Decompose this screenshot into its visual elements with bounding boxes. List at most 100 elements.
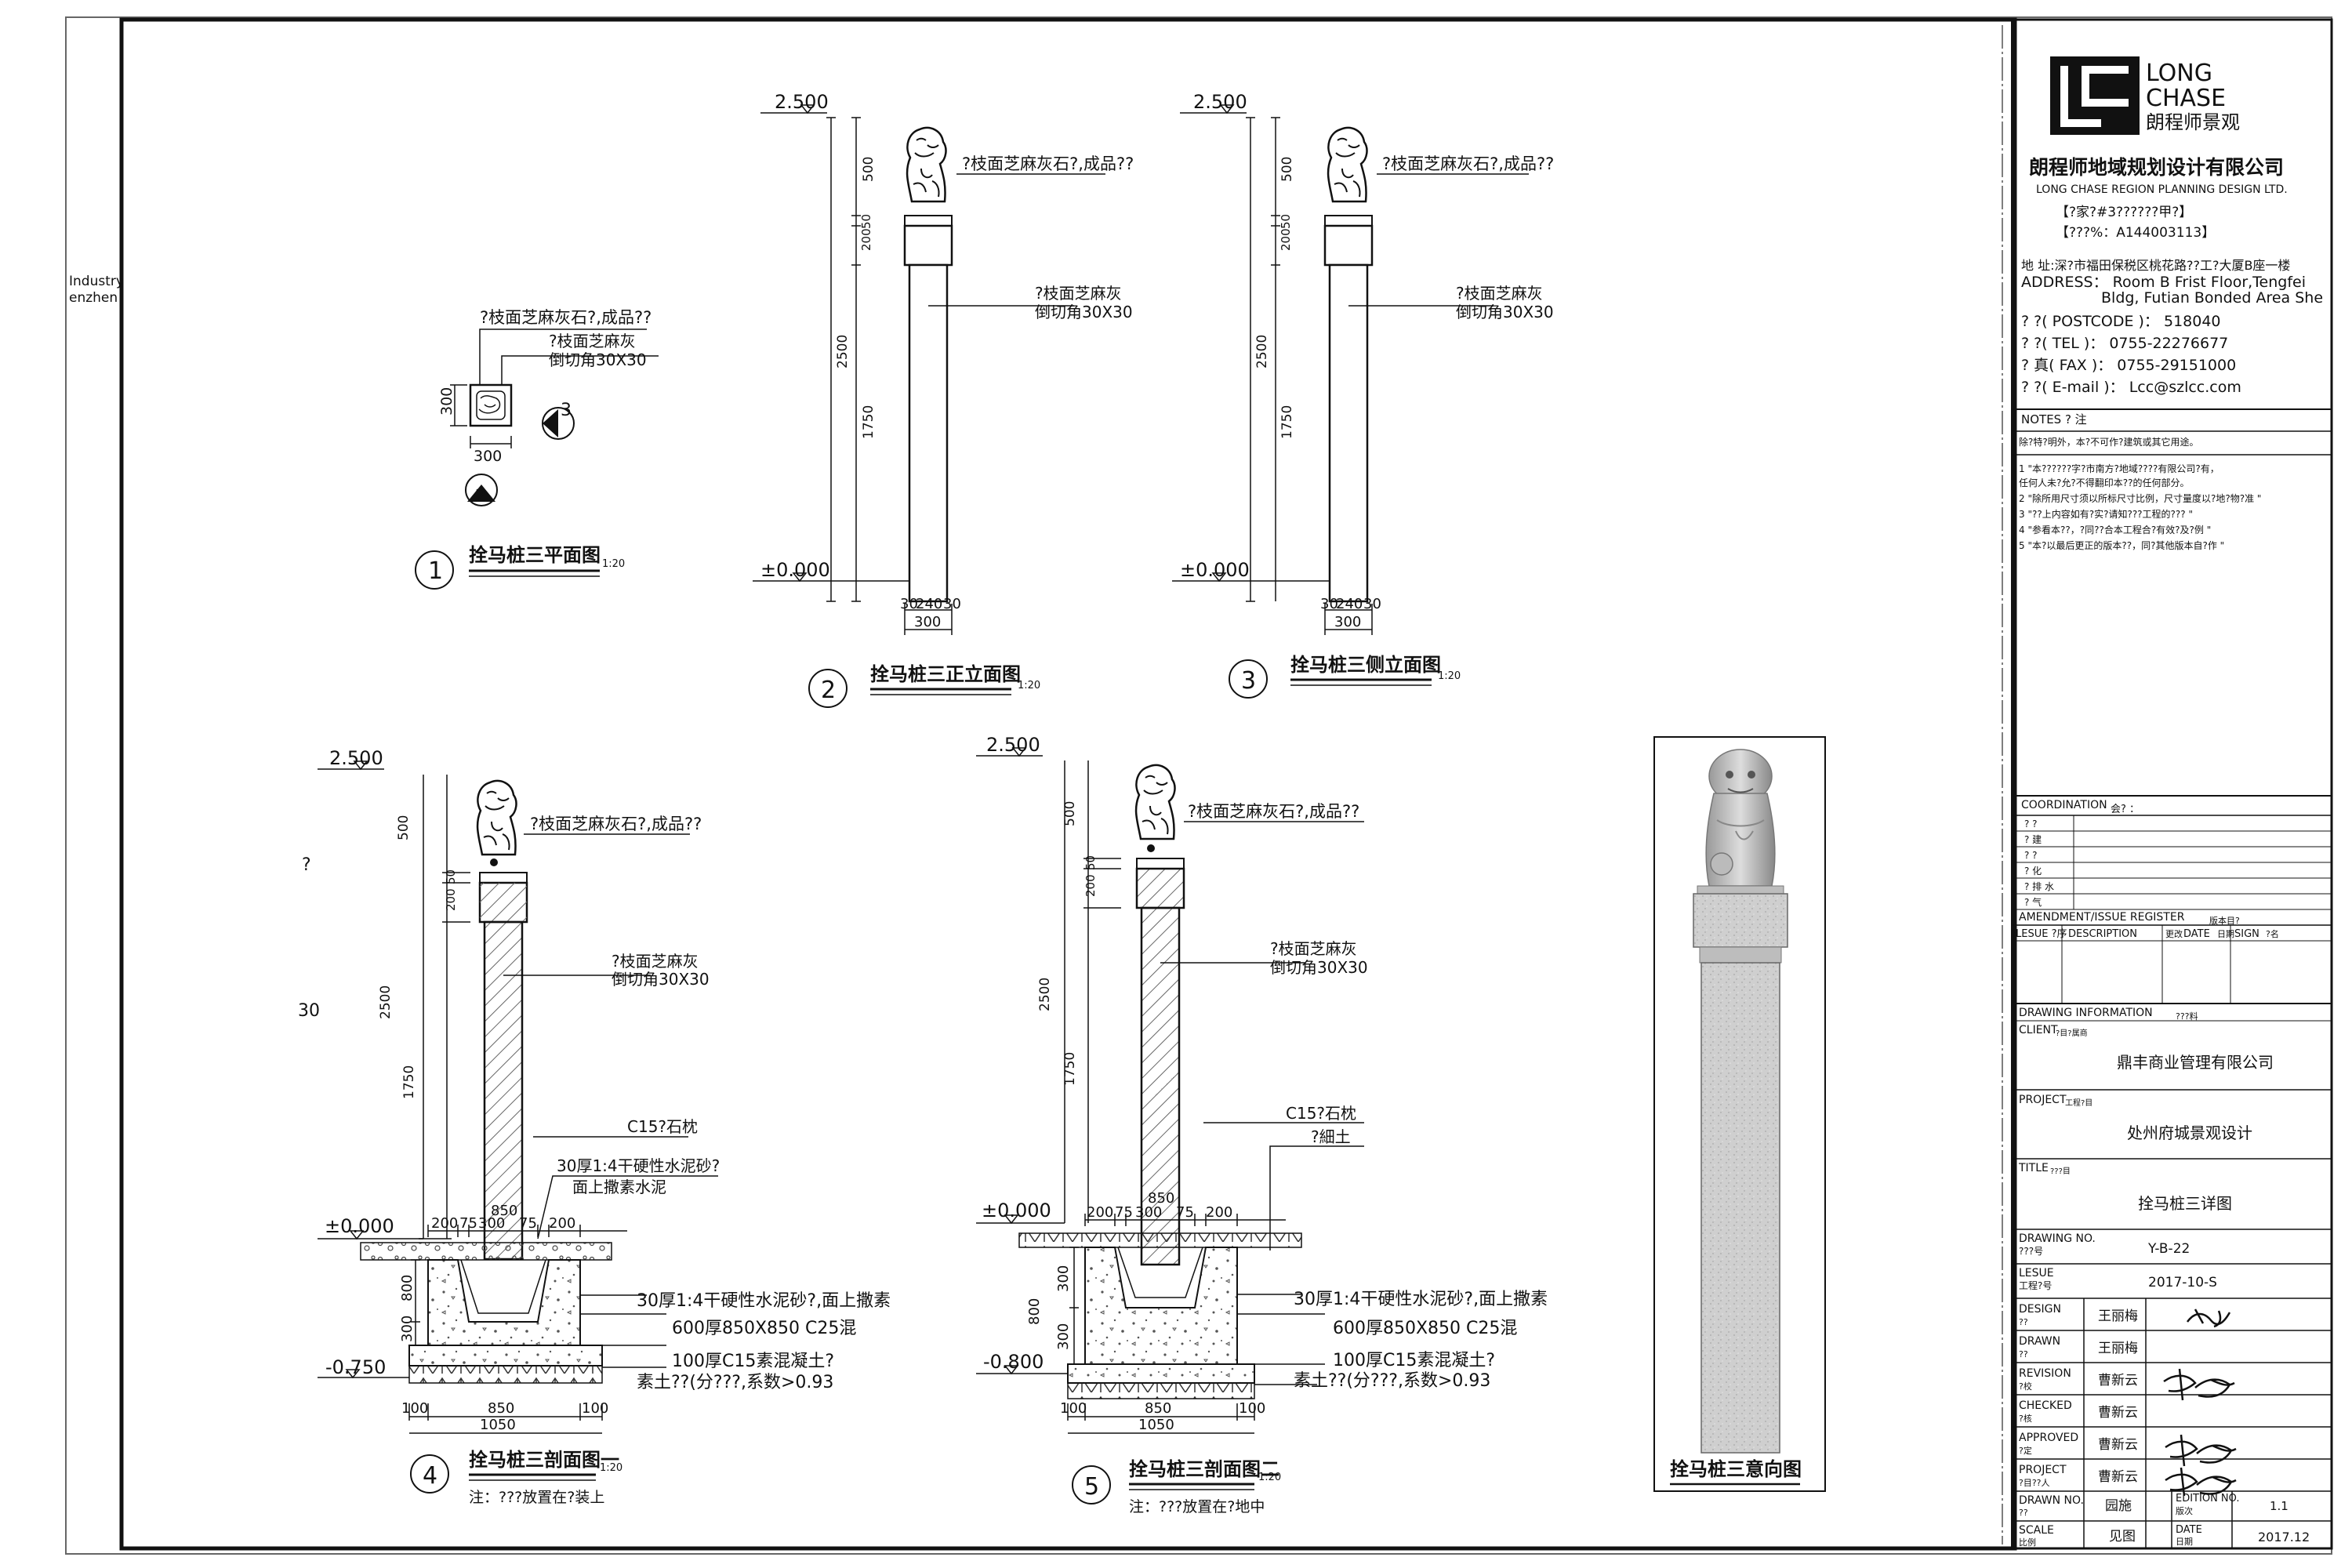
- elevation-side: 2.500 500 50 200 2500 1750 ?枝面芝麻灰石?,成品??…: [1172, 91, 1554, 635]
- svg-text:30厚1:4干硬性水泥砂?,面上撒素: 30厚1:4干硬性水泥砂?,面上撒素: [637, 1291, 891, 1311]
- amendment-col: DESCRIPTION: [2068, 928, 2137, 940]
- svg-text:75: 75: [1115, 1204, 1133, 1221]
- lion-statue-picture: [1705, 749, 1776, 887]
- svg-text:素土??(分???,系数>0.93: 素土??(分???,系数>0.93: [1294, 1371, 1490, 1391]
- drawing-no-label-cn: ???号: [2019, 1246, 2043, 1257]
- svg-text:200: 200: [859, 228, 873, 251]
- signoff-label-cn: ?定: [2019, 1445, 2032, 1456]
- svg-text:3: 3: [1241, 667, 1256, 695]
- section-mark-2: 2: [465, 474, 498, 506]
- svg-text:1750: 1750: [401, 1065, 417, 1099]
- drawing-no: Y-B-22: [2147, 1241, 2190, 1257]
- signoff-label: DRAWN: [2019, 1335, 2060, 1348]
- svg-text:注：???放置在?地中: 注：???放置在?地中: [1129, 1498, 1265, 1515]
- cert-line: 【???%：A144003113】: [2056, 225, 2215, 241]
- cert-line: 【?家?#3??????甲?】: [2056, 205, 2192, 220]
- edition-value: 1.1: [2270, 1499, 2288, 1513]
- svg-text:30: 30: [1320, 596, 1338, 612]
- svg-text:倒切角30X30: 倒切角30X30: [1456, 303, 1554, 321]
- svg-text:200: 200: [1083, 874, 1098, 897]
- svg-text:300: 300: [474, 448, 502, 465]
- drawn-no-value: 园施: [2105, 1498, 2132, 1514]
- svg-text:50: 50: [444, 869, 458, 884]
- svg-text:200: 200: [1279, 228, 1293, 251]
- svg-text:1:20: 1:20: [602, 558, 625, 570]
- drawing-no-label: DRAWING NO.: [2019, 1232, 2096, 1245]
- svg-text:300: 300: [914, 614, 941, 630]
- svg-text:倒切角30X30: 倒切角30X30: [549, 350, 647, 369]
- svg-text:300: 300: [399, 1316, 416, 1342]
- amendment-heading: AMENDMENT/ISSUE REGISTER: [2019, 911, 2185, 924]
- svg-text:500: 500: [861, 157, 877, 182]
- svg-text:100: 100: [582, 1400, 608, 1417]
- svg-text:200: 200: [1087, 1204, 1113, 1221]
- signoff-name: 曹新云: [2098, 1437, 2138, 1453]
- signoff-label: APPROVED: [2019, 1432, 2078, 1444]
- amendment-heading-cn: 版本目?: [2209, 915, 2240, 926]
- svg-text:50: 50: [1083, 855, 1098, 870]
- signoff-name: 曹新云: [2098, 1405, 2138, 1421]
- svg-text:200: 200: [549, 1215, 575, 1232]
- svg-text:75: 75: [519, 1215, 537, 1232]
- svg-text:?枝面芝麻灰: ?枝面芝麻灰: [549, 332, 636, 350]
- svg-text:850: 850: [488, 1400, 514, 1417]
- svg-text:240: 240: [916, 596, 942, 612]
- coordination-row: ? 化: [2024, 866, 2042, 877]
- svg-text:850: 850: [491, 1203, 517, 1219]
- email: ? ?( E-mail )： Lcc@szlcc.com: [2021, 379, 2241, 396]
- svg-text:4: 4: [423, 1462, 437, 1490]
- fax: ? 真( FAX )： 0755-29151000: [2021, 357, 2236, 374]
- signoff-label: PROJECT: [2019, 1464, 2067, 1476]
- title-label-cn: ???目: [2050, 1167, 2071, 1176]
- svg-text:500: 500: [396, 815, 412, 840]
- postcode: ? ?( POSTCODE )： 518040: [2021, 313, 2221, 330]
- svg-text:2: 2: [475, 487, 486, 506]
- svg-text:50: 50: [859, 214, 873, 229]
- svg-text:±0.000: ±0.000: [1180, 559, 1250, 581]
- coordination-row: ? ?: [2024, 850, 2038, 861]
- svg-text:300: 300: [1055, 1265, 1072, 1292]
- svg-text:倒切角30X30: 倒切角30X30: [1270, 958, 1368, 977]
- address-en: Bldg, Futian Bonded Area She: [2101, 289, 2323, 307]
- svg-text:5: 5: [1084, 1473, 1099, 1501]
- svg-text:1050: 1050: [1138, 1417, 1174, 1433]
- svg-text:C15?石枕: C15?石枕: [1286, 1104, 1356, 1123]
- signoff-label: REVISION: [2019, 1367, 2071, 1380]
- svg-text:LONG: LONG: [2146, 60, 2212, 87]
- svg-text:1:20: 1:20: [1018, 680, 1040, 691]
- svg-text:倒切角30X30: 倒切角30X30: [612, 970, 710, 989]
- svg-text:300: 300: [1135, 1204, 1162, 1221]
- client-label-cn: ?目?属商: [2056, 1028, 2088, 1038]
- company-name: 朗程师地域规划设计有限公司: [2029, 156, 2284, 179]
- signoff-name: 王丽梅: [2098, 1341, 2138, 1356]
- address-en: ADDRESS： Room B Frist Floor,Tengfei: [2021, 274, 2306, 291]
- note-line: 1 "本??????字?市南方?地域????有限公司?有，: [2019, 463, 2220, 474]
- svg-text:?枝面芝麻灰: ?枝面芝麻灰: [1035, 284, 1122, 303]
- lesue-label-cn: 工程?号: [2019, 1279, 2052, 1291]
- svg-text:C15?石枕: C15?石枕: [627, 1117, 698, 1136]
- signoff-label: CHECKED: [2019, 1399, 2072, 1412]
- notes-sub: 除?特?明外，本?不可作?建筑或其它用途。: [2019, 436, 2198, 448]
- client-label: CLIENT: [2019, 1024, 2058, 1036]
- svg-text:2.500: 2.500: [775, 91, 829, 113]
- svg-text:1050: 1050: [480, 1417, 516, 1433]
- note-line: 2 "除所用尺寸须以所标尺寸比例，尺寸量度以?地?物?准 ": [2019, 492, 2261, 504]
- project-name: 处州府城景观设计: [2127, 1123, 2252, 1142]
- svg-text:30: 30: [1363, 596, 1381, 612]
- svg-text:?枝面芝麻灰石?,成品??: ?枝面芝麻灰石?,成品??: [1188, 802, 1359, 821]
- coordination-heading-cn: 会? ：: [2111, 804, 2140, 815]
- edge-text: Industry: [69, 274, 124, 289]
- drawn-no-label: DRAWN NO.: [2019, 1494, 2084, 1507]
- scale-label: SCALE: [2019, 1524, 2054, 1537]
- svg-text:100: 100: [401, 1400, 428, 1417]
- coordination-heading: COORDINATION: [2021, 799, 2107, 811]
- intent-view: 拴马桩三意向图: [1653, 736, 1826, 1492]
- amendment-col: DATE: [2183, 928, 2210, 940]
- svg-text:±0.000: ±0.000: [982, 1200, 1051, 1221]
- svg-text:-0.750: -0.750: [325, 1356, 386, 1378]
- scale-value: 见图: [2109, 1529, 2136, 1544]
- svg-text:1:20: 1:20: [1258, 1472, 1281, 1483]
- svg-text:1750: 1750: [1279, 405, 1295, 439]
- signoff-label-cn: ??: [2019, 1349, 2028, 1359]
